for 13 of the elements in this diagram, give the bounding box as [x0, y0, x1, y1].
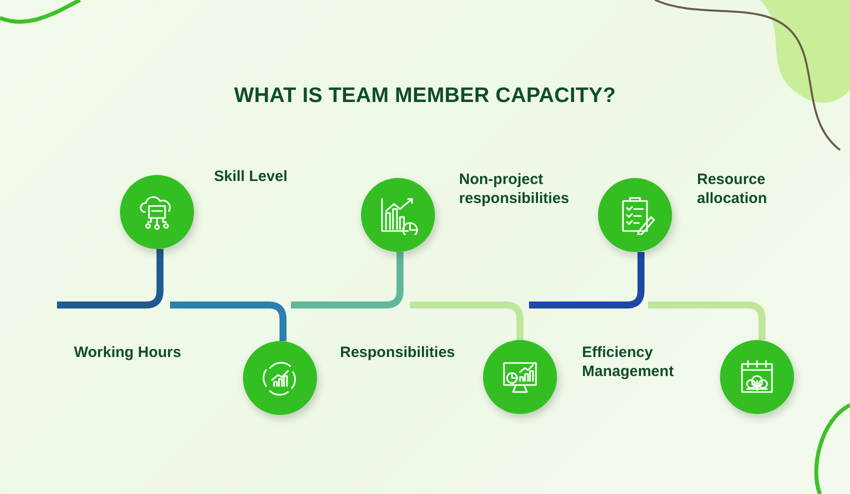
title: WHAT IS TEAM MEMBER CAPACITY?: [233, 84, 617, 108]
connector-line: [170, 302, 286, 341]
node-label: Responsibilities: [340, 343, 456, 362]
node-label: Non-project responsibilities: [459, 170, 570, 208]
connector-line: [529, 252, 644, 308]
connector-line: [291, 252, 404, 308]
text-label: Efficiency Management: [582, 343, 675, 381]
node-label: Resource allocation: [697, 170, 768, 208]
connector-line: [648, 302, 766, 340]
connector-line: [410, 302, 524, 340]
node-label: Skill Level: [214, 167, 288, 186]
connector-line: [57, 249, 164, 308]
text-label: Working Hours: [74, 343, 182, 362]
